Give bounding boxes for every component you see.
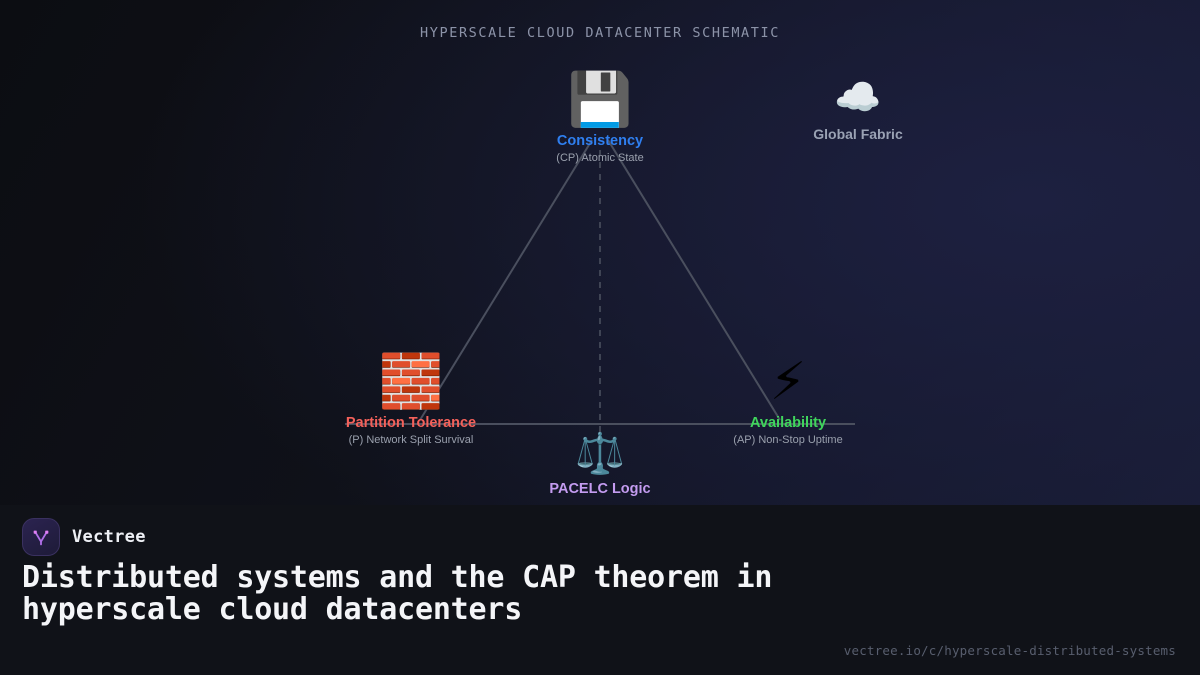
footer-bar: Vectree Distributed systems and the CAP …	[0, 505, 1200, 675]
brand-row[interactable]: Vectree	[22, 518, 146, 556]
node-label-global-fabric: Global Fabric	[813, 126, 903, 142]
headline: Distributed systems and the CAP theorem …	[22, 560, 773, 627]
node-label-consistency: Consistency	[556, 133, 644, 149]
balance-scale-icon: ⚖️	[575, 431, 625, 477]
diagram-node-pacelc-logic[interactable]: ⚖️ PACELC Logic	[549, 434, 650, 497]
node-sublabel-partition-tolerance: (P) Network Split Survival	[348, 434, 474, 446]
diagram-edges	[345, 139, 855, 438]
lightning-bolt-icon: ⚡	[769, 352, 807, 412]
brand-name: Vectree	[72, 527, 146, 547]
edge-consistency-availability	[607, 139, 781, 421]
diagram-node-partition-tolerance[interactable]: 🧱 Partition Tolerance (P) Network Split …	[346, 356, 476, 446]
node-sublabel-consistency: (CP) Atomic State	[556, 152, 644, 164]
node-label-partition-tolerance: Partition Tolerance	[345, 415, 477, 431]
vectree-logo-icon	[22, 518, 60, 556]
diagram-node-global-fabric[interactable]: ☁️ Global Fabric	[813, 78, 902, 142]
node-label-pacelc-logic: PACELC Logic	[549, 481, 651, 497]
site-url: vectree.io/c/hyperscale-distributed-syst…	[843, 643, 1176, 658]
vectree-logo-glyph	[33, 530, 49, 546]
cap-theorem-diagram: HYPERSCALE CLOUD DATACENTER SCHEMATIC 💾 …	[345, 25, 903, 497]
node-sublabel-availability: (AP) Non-Stop Uptime	[733, 434, 843, 446]
cloud-icon: ☁️	[834, 75, 882, 119]
schematic-title: HYPERSCALE CLOUD DATACENTER SCHEMATIC	[420, 25, 780, 41]
node-label-availability: Availability	[749, 415, 827, 431]
floppy-disk-icon: 💾	[567, 70, 633, 130]
diagram-node-consistency[interactable]: 💾 Consistency (CP) Atomic State	[556, 74, 643, 164]
diagram-node-availability[interactable]: ⚡ Availability (AP) Non-Stop Uptime	[733, 356, 842, 446]
edge-consistency-partition	[419, 139, 593, 421]
brick-wall-icon: 🧱	[378, 352, 444, 412]
